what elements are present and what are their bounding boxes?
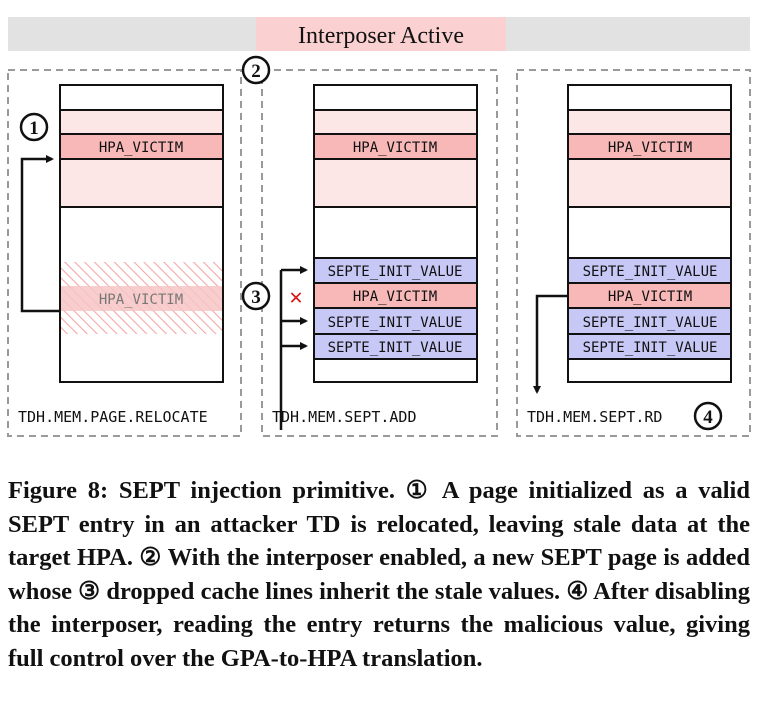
panel2-entry-2-label: SEPTE_INIT_VALUE [328,315,463,331]
panel2-entry-1-label: HPA_VICTIM [353,289,437,305]
panel3-victim-row [568,134,731,159]
figure-caption: Figure 8: SEPT injection primitive. ① A … [8,477,750,672]
panel1-stale-victim-label: HPA_VICTIM [99,292,183,308]
sept-add-arrows [279,266,308,430]
panel2-entry-3-label: SEPTE_INIT_VALUE [328,340,463,356]
sept-injection-diagram: Interposer Active HPA_VICTIM HPA_VICTIM … [7,17,751,437]
panel3-entry-1-label: HPA_VICTIM [608,289,692,305]
panel3-victim-label: HPA_VICTIM [608,140,692,156]
interposer-banner: Interposer Active [8,17,750,51]
step-1-marker: 1 [19,112,49,142]
svg-text:4: 4 [703,407,713,428]
panel1-victim-row [60,134,223,159]
panel2-victim-label: HPA_VICTIM [353,140,437,156]
interposer-banner-label: Interposer Active [298,23,464,49]
panel3-entry-0 [567,257,732,284]
panel2-entry-0-label: SEPTE_INIT_VALUE [328,264,463,280]
panel2-footer: TDH.MEM.SEPT.ADD [272,408,417,426]
sept-read-arrow [533,294,568,394]
panel-sept-rd: HPA_VICTIM SEPTE_INIT_VALUE HPA_VICTIM S… [516,69,751,437]
panel3-entry-0-label: SEPTE_INIT_VALUE [583,264,718,280]
step-4-marker: 4 [693,401,723,431]
svg-text:3: 3 [251,287,261,308]
panel-sept-add: HPA_VICTIM SEPTE_INIT_VALUE HPA_VICTIM S… [241,69,498,437]
panel1-footer: TDH.MEM.PAGE.RELOCATE [18,408,208,426]
panel3-entry-2-label: SEPTE_INIT_VALUE [583,315,718,331]
svg-text:1: 1 [29,118,39,139]
panel3-footer: TDH.MEM.SEPT.RD [527,408,662,426]
svg-text:2: 2 [251,61,261,82]
panel3-entry-3-label: SEPTE_INIT_VALUE [583,340,718,356]
dropped-write-cross-icon: ✕ [289,285,302,310]
step-2-marker: 2 [241,55,271,85]
panel1-victim-label: HPA_VICTIM [99,140,183,156]
panel2-victim-row [314,134,477,159]
step-3-marker: 3 [241,281,271,311]
relocate-arrow [20,155,60,313]
panel-relocate: HPA_VICTIM HPA_VICTIM 1 TDH.MEM.PAGE.REL… [7,69,242,437]
